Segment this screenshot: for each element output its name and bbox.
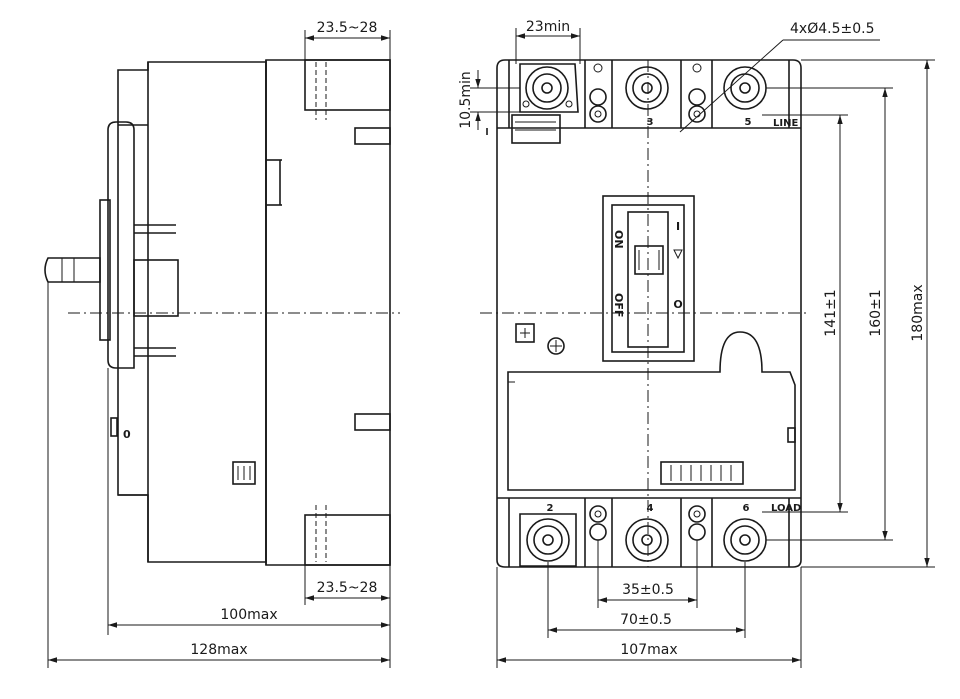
dim-height-180: 180max	[910, 284, 926, 341]
load-label: LOAD	[771, 503, 801, 514]
mount-hole-bl	[589, 505, 607, 523]
terminal-top-1	[511, 63, 579, 144]
on-label: ON	[612, 230, 625, 249]
side-shaft	[44, 257, 101, 283]
line-label: LINE	[773, 118, 798, 129]
mount-hole-tl	[589, 88, 607, 106]
on-symbol: I	[676, 220, 680, 233]
dim-height-160: 160±1	[868, 289, 884, 336]
mount-hole-br	[688, 505, 706, 523]
side-marker-text: 0	[123, 428, 131, 441]
dim-bottom-depth: 23.5~28	[317, 580, 378, 596]
side-view: 0	[44, 59, 400, 566]
dim-terminal-width: 23min	[526, 19, 570, 35]
dim-top-depth: 23.5~28	[317, 20, 378, 36]
dim-pitch-70: 70±0.5	[620, 612, 672, 628]
off-label: OFF	[612, 293, 625, 317]
terminal-label-6: 6	[743, 503, 750, 514]
front-outline	[496, 59, 802, 568]
terminal-top-3	[625, 66, 669, 110]
side-handle	[107, 121, 135, 369]
off-symbol: O	[673, 298, 682, 311]
dim-depth-128: 128max	[190, 642, 247, 658]
dim-hole-spec: 4xØ4.5±0.5	[790, 21, 874, 37]
ground-terminal-icon	[515, 323, 535, 343]
dim-width-107: 107max	[620, 642, 677, 658]
terminal-bottom-2	[519, 513, 577, 567]
accessory-cover	[507, 331, 796, 491]
terminal-label-2: 2	[547, 503, 554, 514]
dip-switch	[660, 461, 744, 485]
terminal-label-3: 3	[647, 117, 654, 128]
terminal-label-5: 5	[745, 117, 752, 128]
front-view: 3 5 LINE 2 4 6 LOAD	[480, 59, 810, 568]
side-body-rear	[117, 61, 267, 563]
mount-hole-tr	[688, 88, 706, 106]
terminal-label-4: 4	[647, 503, 654, 514]
front-dimensions: 23min 4xØ4.5±0.5 10.5min 141±1 160±1 180…	[458, 19, 935, 668]
terminal-bottom-6	[723, 518, 767, 562]
triangle-icon	[673, 249, 683, 260]
dim-terminal-height: 10.5min	[458, 71, 474, 129]
dim-depth-100: 100max	[220, 607, 277, 623]
toggle-handle[interactable]	[634, 245, 664, 275]
dim-height-141: 141±1	[823, 289, 839, 336]
terminal-bottom-4	[625, 518, 669, 562]
dim-pitch-35: 35±0.5	[622, 582, 674, 598]
test-button-icon	[547, 337, 565, 355]
side-dimensions: 23.5~28 23.5~28 100max 128max	[47, 20, 391, 668]
